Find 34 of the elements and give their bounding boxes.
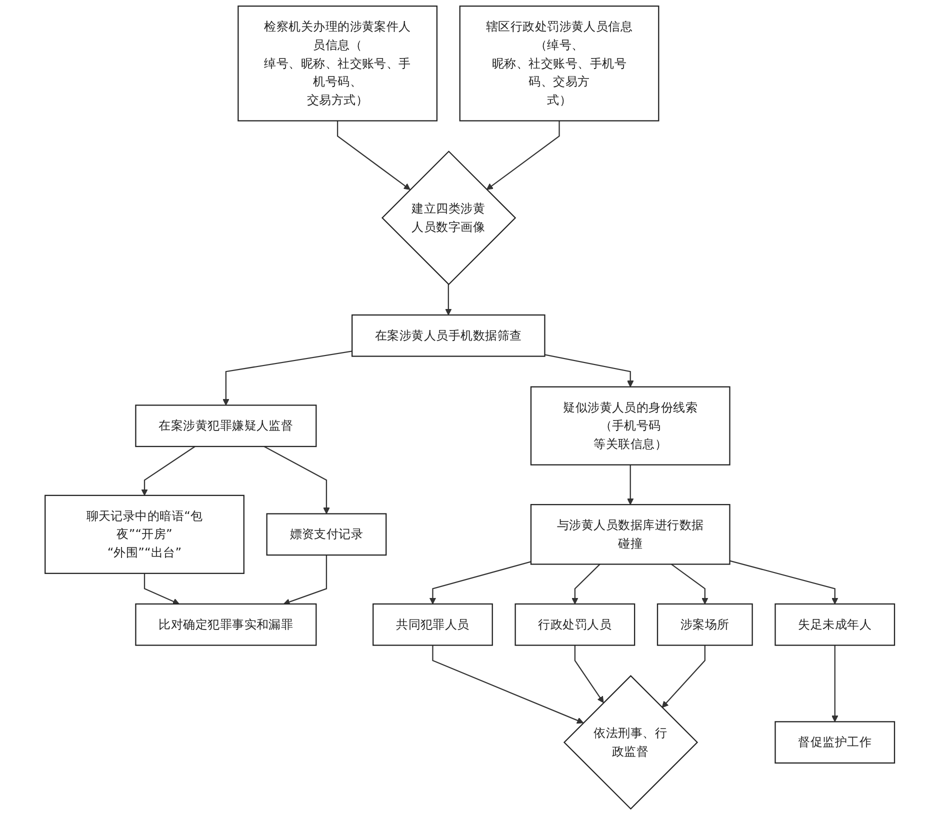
node-box: 共同犯罪人员	[372, 603, 493, 646]
node-box: 与涉黄人员数据库进行数据碰撞	[530, 504, 730, 565]
arrow	[429, 561, 531, 604]
node-box: 辖区行政处罚涉黄人员信息（绰号、昵称、社交账号、手机号码、交易方式）	[458, 6, 659, 122]
node-box: 比对确定犯罪事实和漏罪	[134, 603, 316, 646]
node-box: 在案涉黄人员手机数据筛查	[351, 314, 545, 357]
arrow	[571, 564, 600, 604]
arrow	[283, 555, 327, 606]
node-box: 疑似涉黄人员的身份线索（手机号码等关联信息）	[530, 386, 730, 466]
arrow	[670, 564, 708, 604]
arrow	[574, 645, 604, 703]
node-box: 失足未成年人	[774, 603, 895, 646]
arrow	[264, 446, 330, 514]
arrow	[831, 645, 838, 722]
node-box: 涉案场所	[656, 603, 753, 646]
node-diamond: 依法刑事、行政监督	[563, 675, 698, 810]
arrow	[626, 464, 634, 505]
arrow	[144, 573, 180, 605]
node-box: 聊天记录中的暗语“包夜”“开房”“外围”“出台”	[44, 494, 244, 574]
node-box: 嫖资支付记录	[266, 513, 386, 556]
node-box: 在案涉黄犯罪嫌疑人监督	[134, 404, 316, 448]
node-box: 行政处罚人员	[514, 603, 635, 646]
node-box: 检察机关办理的涉黄案件人员信息（绰号、昵称、社交账号、手机号码、交易方式）	[237, 6, 438, 122]
arrow	[729, 560, 838, 604]
arrow	[336, 120, 410, 190]
arrow	[140, 446, 195, 496]
arrow	[444, 284, 452, 316]
arrow	[661, 645, 706, 708]
node-box: 督促监护工作	[774, 721, 895, 764]
arrow	[222, 350, 352, 406]
arrow	[544, 354, 634, 388]
node-diamond: 建立四类涉黄人员数字画像	[381, 150, 516, 286]
arrow	[486, 120, 560, 190]
arrow	[432, 645, 584, 724]
